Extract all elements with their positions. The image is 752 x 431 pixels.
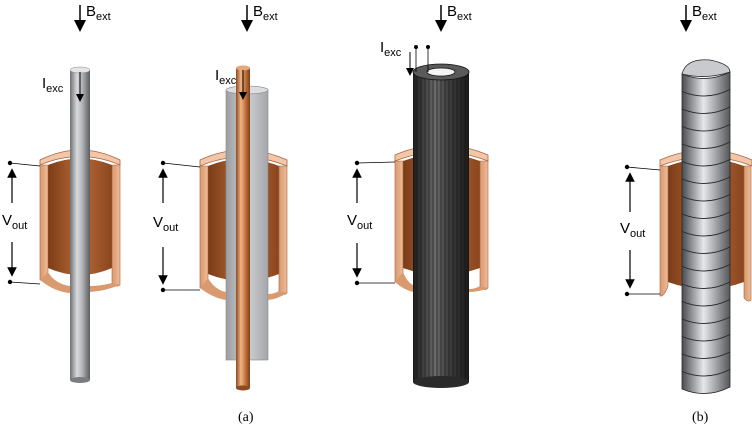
i-subscript: exc — [46, 83, 64, 95]
fig3 — [352, 5, 489, 388]
fig2 — [158, 5, 288, 391]
b-subscript: ext — [457, 11, 472, 23]
v-symbol: V — [153, 214, 164, 231]
b-ext-label-2: Bext — [253, 3, 278, 23]
v-symbol: V — [347, 212, 358, 229]
b-subscript: ext — [263, 11, 278, 23]
i-subscript: exc — [384, 47, 402, 59]
b-ext-label-1: Bext — [86, 3, 111, 23]
helix-top-end — [681, 59, 731, 77]
b-subscript: ext — [702, 11, 717, 23]
v-out-label-4: Vout — [620, 220, 645, 240]
caption-a: (a) — [238, 410, 254, 425]
copper-rod — [236, 68, 250, 388]
v-out-label-1: Vout — [2, 212, 27, 232]
b-ext-label-3: Bext — [447, 3, 472, 23]
v-subscript: out — [357, 220, 373, 232]
pickup-shell-left — [39, 164, 49, 281]
v-symbol: V — [2, 212, 13, 229]
caption-b: (b) — [692, 410, 709, 425]
helical-ribbon — [681, 59, 731, 394]
b-ext-label-4: Bext — [692, 3, 717, 23]
v-out-label-3: Vout — [347, 212, 372, 232]
i-exc-label-1: Iexc — [42, 75, 63, 95]
fig4 — [624, 5, 752, 394]
helix-turn — [681, 368, 731, 394]
i-symbol: I — [380, 39, 385, 56]
i-subscript: exc — [219, 75, 237, 87]
b-subscript: ext — [96, 11, 111, 23]
v-symbol: V — [620, 220, 631, 237]
v-subscript: out — [163, 222, 179, 234]
v-subscript: out — [630, 228, 646, 240]
excitation-rod — [70, 70, 90, 380]
fig1 — [7, 5, 121, 383]
i-exc-label-2: Iexc — [215, 67, 236, 87]
i-symbol: I — [42, 75, 47, 92]
b-symbol: B — [253, 3, 264, 20]
pickup-shell-right — [111, 164, 121, 287]
v-out-label-2: Vout — [153, 214, 178, 234]
b-symbol: B — [86, 3, 97, 20]
i-exc-label-3: Iexc — [380, 39, 401, 59]
v-subscript: out — [12, 220, 28, 232]
b-symbol: B — [447, 3, 458, 20]
i-symbol: I — [215, 67, 220, 84]
b-symbol: B — [692, 3, 703, 20]
